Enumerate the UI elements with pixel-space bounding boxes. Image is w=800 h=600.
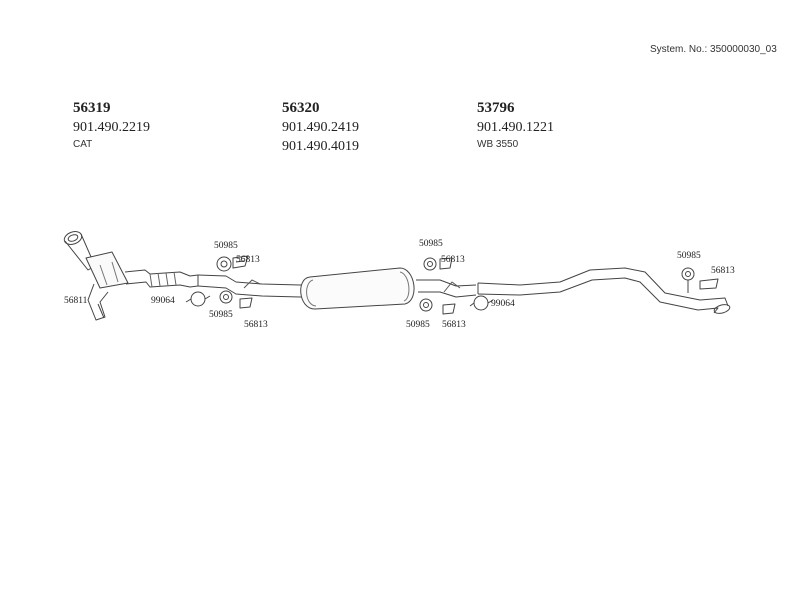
- part-note: WB 3550: [477, 139, 519, 150]
- rubber-hanger-c: [423, 257, 437, 271]
- clamp-b: [469, 295, 494, 311]
- label-hanger-b: 50985: [209, 310, 233, 320]
- oem-number: 901.490.2219: [73, 120, 150, 135]
- label-bracket-b: 56813: [244, 320, 268, 330]
- rubber-hanger-e: [681, 267, 695, 293]
- oem-number: 901.490.2419: [282, 120, 359, 135]
- catalytic-converter: [63, 231, 129, 289]
- bracket-d: [442, 303, 456, 315]
- bracket-b: [239, 297, 253, 309]
- clamp-a: [185, 291, 211, 307]
- bracket-cat: [87, 283, 109, 321]
- rubber-hanger-d: [419, 298, 433, 312]
- intermediate-pipe: [416, 279, 477, 298]
- label-hanger-a: 50985: [214, 241, 238, 251]
- part-main-number: 56319: [73, 100, 111, 116]
- label-clamp-a: 99064: [151, 296, 175, 306]
- bracket-e: [699, 278, 719, 290]
- tail-pipe: [477, 267, 731, 314]
- part-note: CAT: [73, 139, 93, 150]
- bracket-c: [439, 257, 453, 270]
- bracket-a: [232, 255, 249, 269]
- oem-number: 901.490.4019: [282, 139, 359, 154]
- part-group-56319: 56319 901.490.2219 CAT: [73, 99, 150, 152]
- label-bracket-c: 56813: [441, 255, 465, 265]
- label-bracket-a: 56813: [236, 255, 260, 265]
- label-bracket-cat: 56811: [64, 296, 88, 306]
- part-main-number: 56320: [282, 100, 320, 116]
- label-clamp-b: 99064: [491, 299, 515, 309]
- oem-number: 901.490.1221: [477, 120, 554, 135]
- label-hanger-e: 50985: [677, 251, 701, 261]
- rubber-hanger-a: [216, 256, 232, 272]
- part-group-56320: 56320 901.490.2419 901.490.4019: [282, 99, 359, 156]
- label-bracket-e: 56813: [711, 266, 735, 276]
- label-bracket-d: 56813: [442, 320, 466, 330]
- rubber-hanger-b: [219, 290, 233, 304]
- middle-silencer: [300, 267, 415, 310]
- part-group-53796: 53796 901.490.1221 WB 3550: [477, 99, 554, 152]
- part-main-number: 53796: [477, 100, 515, 116]
- label-hanger-c: 50985: [419, 239, 443, 249]
- front-pipe: [124, 269, 199, 288]
- system-number: System. No.: 350000030_03: [650, 44, 777, 55]
- label-hanger-d: 50985: [406, 320, 430, 330]
